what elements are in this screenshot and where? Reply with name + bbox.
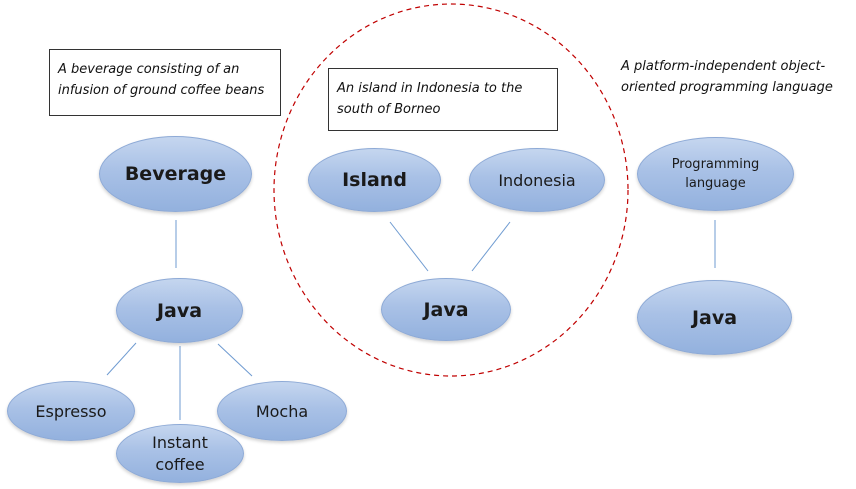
note-beverage: A beverage consisting of an infusion of …: [49, 49, 281, 116]
note-island: An island in Indonesia to the south of B…: [328, 68, 558, 131]
node-java-language-label: Java: [691, 306, 738, 329]
node-espresso-label: Espresso: [35, 401, 107, 421]
note-language: A platform-independent object-oriented p…: [621, 56, 841, 98]
node-espresso: Espresso: [7, 381, 135, 441]
node-indonesia-label: Indonesia: [498, 170, 576, 190]
node-programming-language: Programming language: [637, 137, 794, 211]
node-island-label: Island: [342, 169, 407, 191]
edge-java-espresso: [106, 342, 137, 376]
highlight-circle: [273, 3, 629, 377]
node-instant-coffee: Instant coffee: [116, 424, 244, 483]
node-indonesia: Indonesia: [469, 148, 605, 212]
note-beverage-text: A beverage consisting of an infusion of …: [58, 62, 265, 98]
node-mocha: Mocha: [217, 381, 347, 441]
node-java-island-label: Java: [423, 298, 469, 321]
node-programming-language-label: Programming language: [671, 157, 760, 191]
node-java-language: Java: [637, 280, 792, 355]
edge-island-java: [389, 221, 429, 272]
node-java-island: Java: [381, 278, 511, 341]
node-island: Island: [308, 148, 441, 212]
edge-java-mocha: [217, 343, 253, 377]
node-java-coffee: Java: [116, 278, 243, 343]
note-island-text: An island in Indonesia to the south of B…: [337, 81, 523, 117]
node-java-coffee-label: Java: [156, 299, 203, 322]
node-beverage-label: Beverage: [124, 163, 227, 185]
node-instant-coffee-label: Instant coffee: [152, 432, 208, 474]
node-mocha-label: Mocha: [255, 401, 309, 421]
note-language-text: A platform-independent object-oriented p…: [621, 59, 833, 95]
node-beverage: Beverage: [99, 136, 252, 212]
edge-indonesia-java: [471, 221, 511, 272]
